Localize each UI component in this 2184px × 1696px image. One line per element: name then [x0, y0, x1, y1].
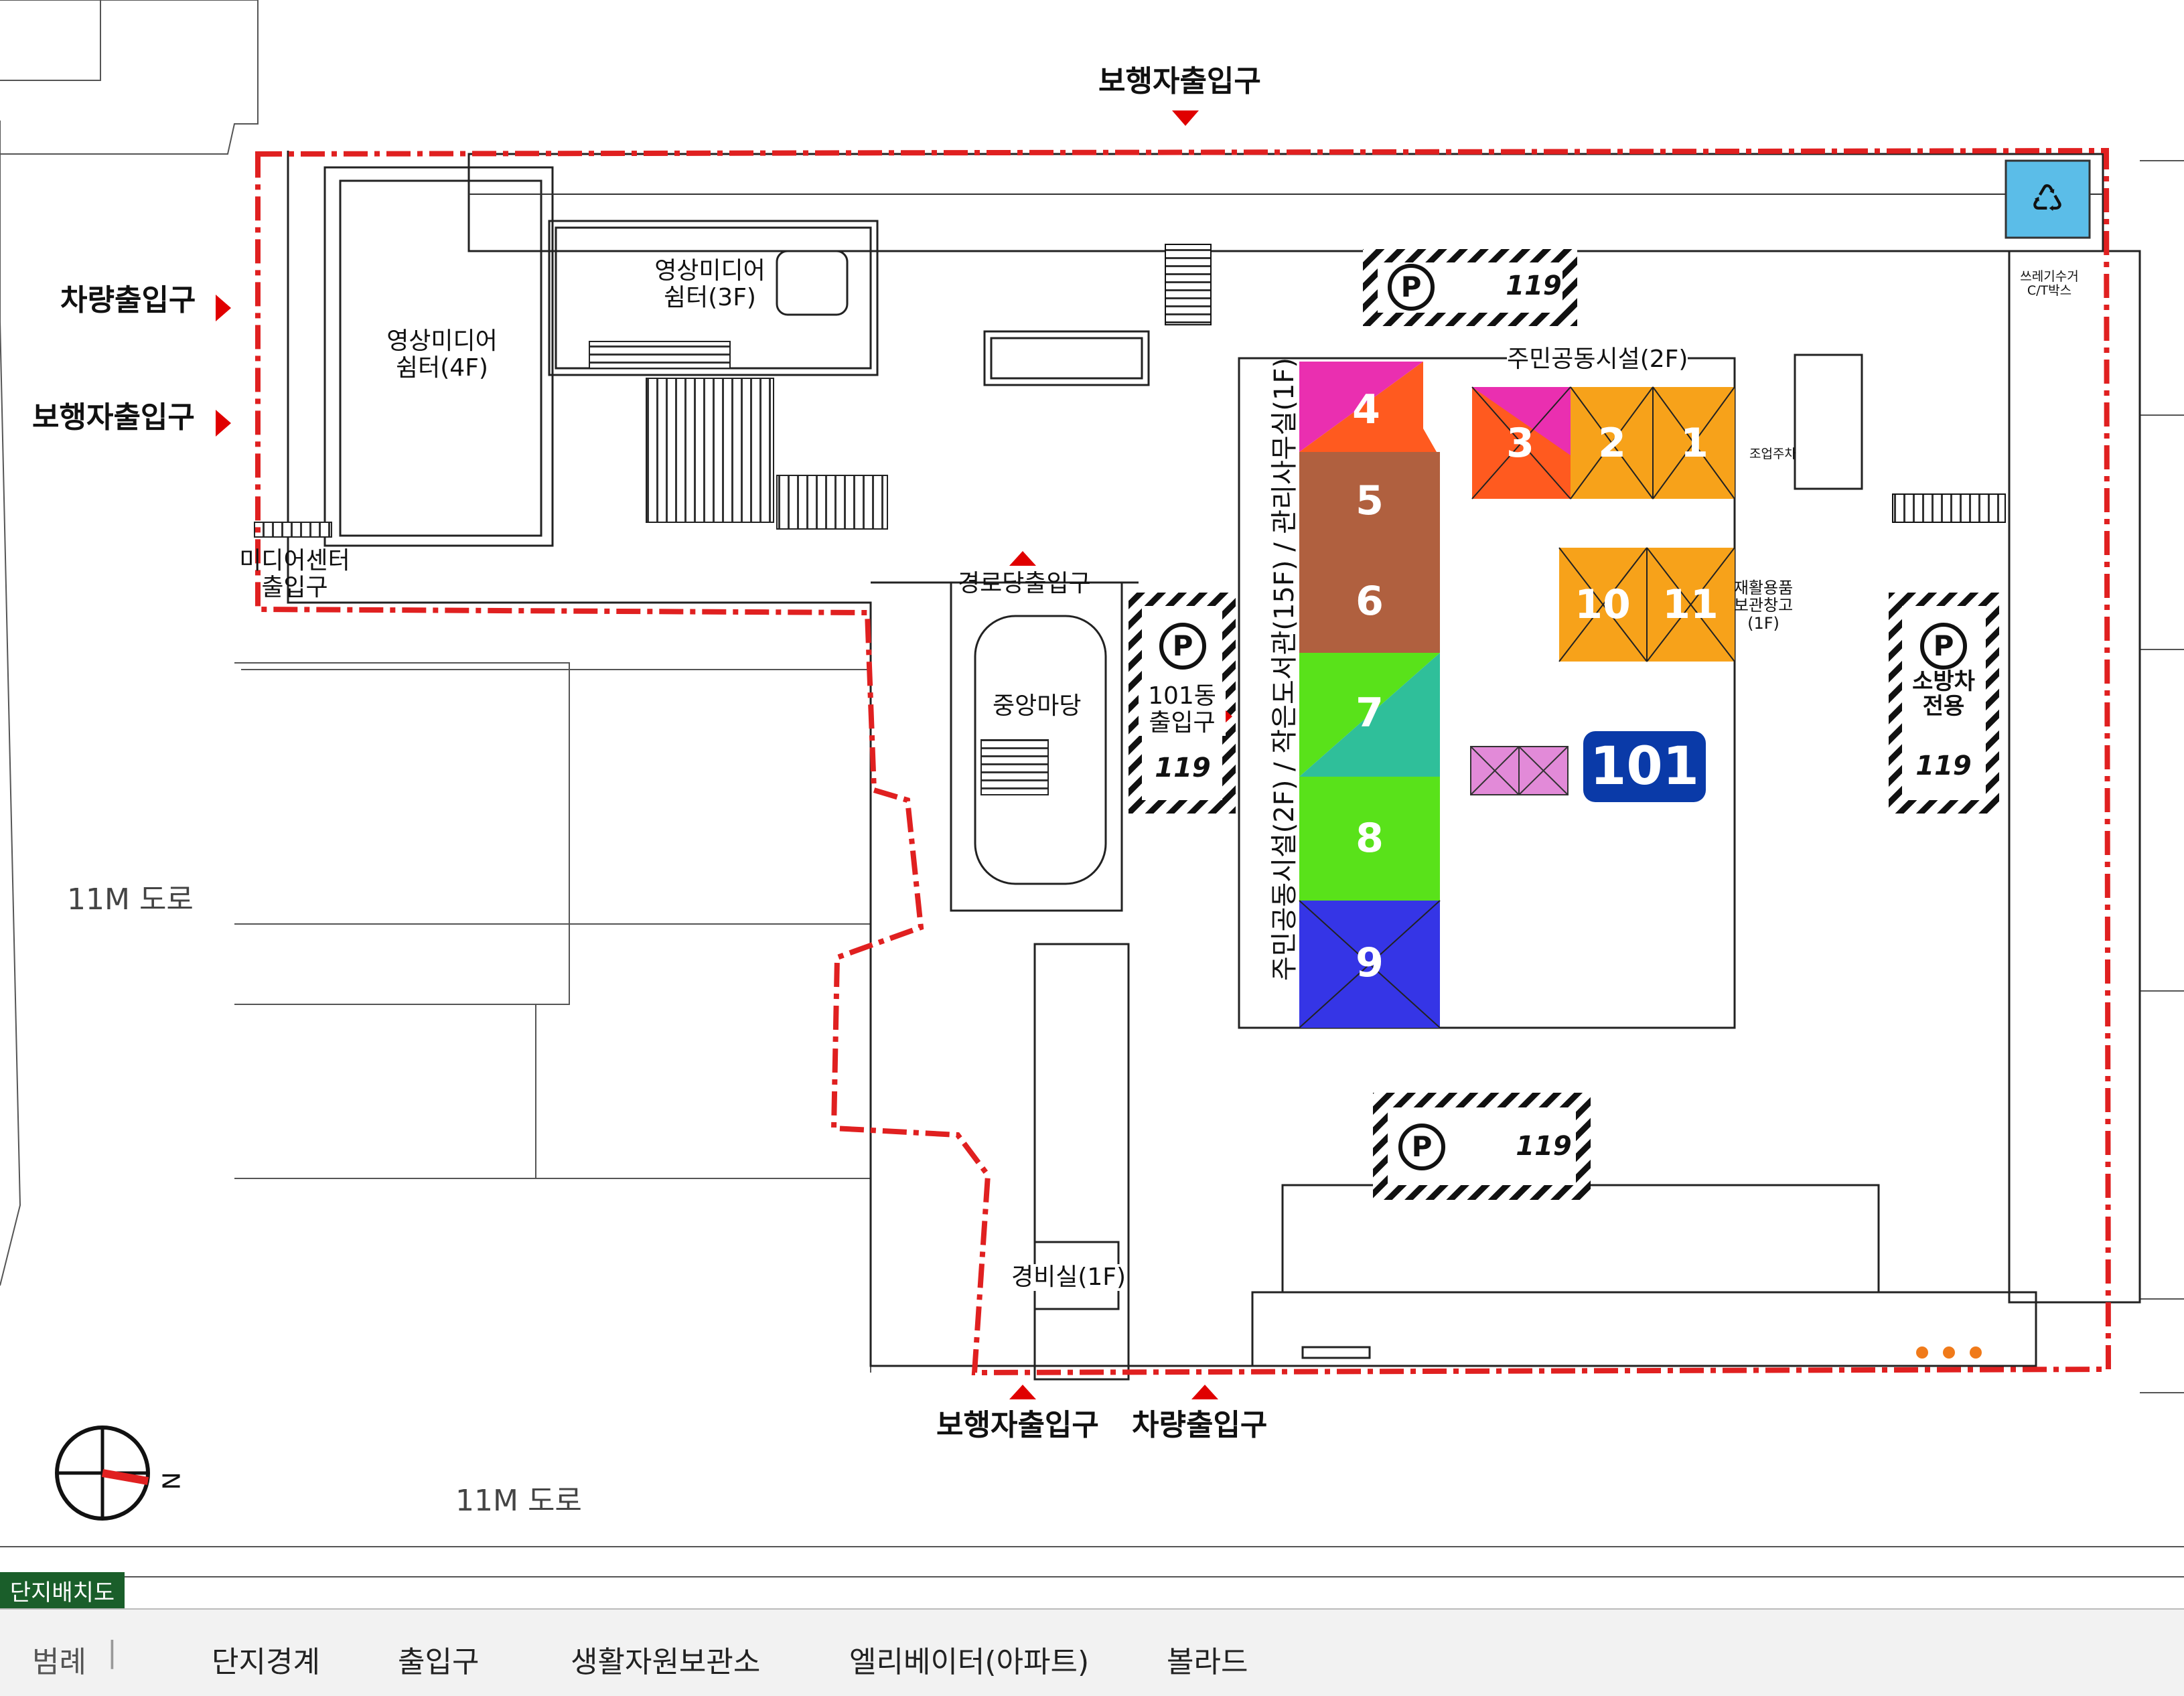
parking-sign-top: P	[1388, 264, 1435, 311]
unit-9-label: 9	[1356, 939, 1384, 986]
road-bottom-label: 11M 도로	[455, 1484, 582, 1518]
pedestrian-entrance-bottom-label: 보행자출입구	[936, 1408, 1099, 1442]
crosswalks	[1165, 244, 2006, 523]
vehicle-entrance-left-label: 차량출입구	[60, 283, 196, 317]
unit-1-label: 1	[1680, 420, 1708, 467]
fire-119-right: 119	[1915, 751, 1972, 781]
legend-divider: |	[107, 1635, 117, 1669]
legend-bar: 범례 | 단지경계 출입구 생활자원보관소 엘리베이터(아파트) 볼라드	[0, 1608, 2184, 1696]
entrance-arrows	[216, 110, 1232, 1399]
waste-collector-label: 쓰레기수거 C/T박스	[2020, 269, 2079, 298]
legend-recycle: 생활자원보관소	[571, 1645, 761, 1679]
bollards	[1916, 1346, 1982, 1359]
stairs	[254, 341, 1049, 795]
unit-2-label: 2	[1598, 420, 1626, 467]
unit-11-label: 11	[1662, 581, 1719, 628]
unit-4-label: 4	[1352, 386, 1380, 433]
fire-119-top: 119	[1506, 271, 1562, 301]
media-shelter-3f-label: 영상미디어 쉼터(3F)	[654, 257, 766, 311]
unit-7-label: 7	[1356, 690, 1384, 737]
security-office-label: 경비실(1F)	[1011, 1263, 1126, 1291]
pedestrian-entrance-left-label: 보행자출입구	[32, 400, 195, 435]
compass	[55, 1425, 150, 1521]
dong-entrance-label: 101동 출입구	[1139, 683, 1226, 737]
compass-north-label: N	[156, 1472, 184, 1490]
unit-5-label: 5	[1356, 477, 1384, 524]
pedestrian-entrance-top-label: 보행자출입구	[1098, 64, 1261, 98]
unit-6-label: 6	[1356, 578, 1384, 625]
site-structures	[287, 151, 2141, 1381]
media-center-entrance-label: 미디어센터 출입구	[239, 547, 350, 601]
fire-lane-label: 소방차 전용	[1912, 668, 1975, 720]
parking-sign-bottom: P	[1398, 1124, 1445, 1170]
parking-sign-right: P	[1920, 623, 1967, 670]
fire-119-bottom: 119	[1516, 1131, 1572, 1162]
legend-boundary: 단지경계	[212, 1645, 320, 1679]
parking-sign-dong: P	[1159, 623, 1206, 670]
unit-8-label: 8	[1356, 815, 1384, 862]
unit-3-label: 3	[1506, 420, 1534, 467]
media-shelter-4f-label: 영상미디어 쉼터(4F)	[386, 327, 498, 382]
unit-10-label: 10	[1575, 581, 1631, 628]
recycle-box: ♺	[2005, 159, 2091, 239]
legend-elevator: 엘리베이터(아파트)	[849, 1645, 1090, 1679]
elevators	[1470, 746, 1569, 795]
complex-boundary	[255, 147, 2112, 1376]
senior-center-entrance-label: 경로당출입구	[958, 570, 1091, 597]
vehicle-entrance-bottom-label: 차량출입구	[1132, 1408, 1268, 1442]
svg-text:♺: ♺	[2031, 177, 2064, 221]
legend-bollard: 볼라드	[1167, 1645, 1248, 1679]
fire-119-dong: 119	[1155, 753, 1211, 783]
site-plan-tag: 단지배치도	[0, 1572, 125, 1608]
vertical-facilities-label: 주민공동시설(2F) / 작은도서관(15F) / 관리사무실(1F)	[1269, 357, 1300, 981]
legend-title: 범례	[32, 1645, 86, 1679]
legend-entrance: 출입구	[398, 1645, 480, 1679]
building-101-badge: 101	[1583, 731, 1706, 802]
central-yard-label: 중앙마당	[993, 692, 1082, 720]
recycle-storage-label: 재활용품 보관창고 (1F)	[1733, 579, 1794, 633]
neighborhood-lots	[0, 0, 2184, 1577]
road-left-label: 11M 도로	[67, 882, 194, 917]
residential-units	[1299, 362, 1735, 1028]
community-facility-2f-label: 주민공동시설(2F)	[1507, 345, 1688, 373]
cooperative-parking-label: 조업주차	[1749, 447, 1796, 461]
